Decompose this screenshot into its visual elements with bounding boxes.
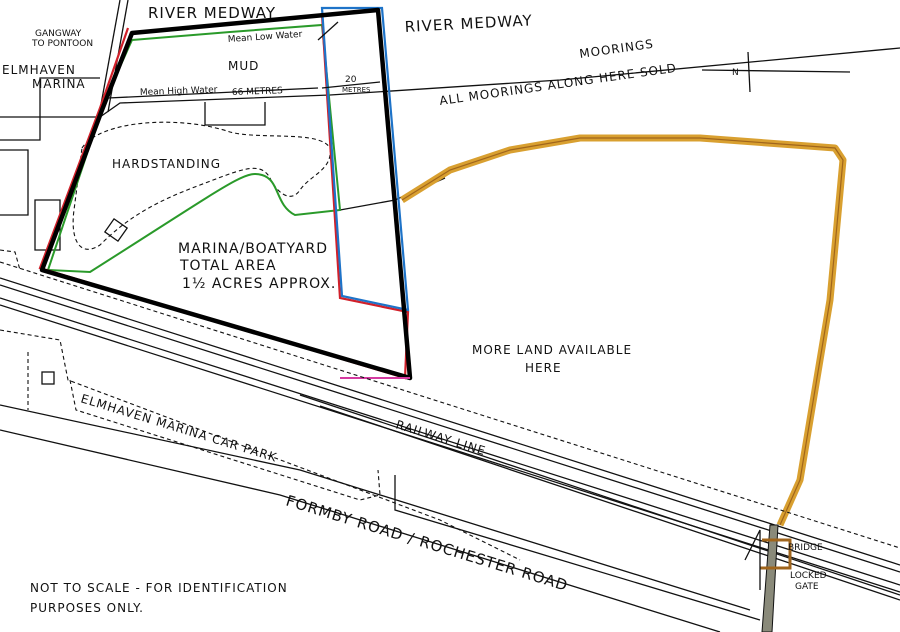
jetty-structure <box>204 102 266 126</box>
car-park-and-road <box>0 329 761 632</box>
label-gangway-1: GANGWAY <box>35 29 82 39</box>
label-river-medway-right: RIVER MEDWAY <box>404 11 533 36</box>
dim-20-line <box>321 81 381 89</box>
green-boundary <box>46 23 342 274</box>
label-elmhaven-1: ELMHAVEN <box>2 63 76 77</box>
dim-66-line <box>107 87 319 99</box>
low-water-leader <box>317 21 339 41</box>
building-left-2 <box>34 199 61 251</box>
rail-5 <box>299 394 900 596</box>
road-side-block <box>394 475 761 621</box>
railway <box>0 261 900 601</box>
label-dim-66: 66 METRES <box>232 86 284 98</box>
car-park-inner <box>69 379 381 501</box>
bridge-structure <box>761 524 779 632</box>
car-park-boundary-top <box>0 329 521 561</box>
rail-6 <box>319 405 900 601</box>
label-disclaimer-2: PURPOSES ONLY. <box>30 601 144 615</box>
site-boundary <box>39 7 413 381</box>
rail-1 <box>0 277 900 566</box>
north-tick <box>747 51 751 93</box>
label-mean-high-water: Mean High Water <box>140 85 218 98</box>
label-hardstanding: HARDSTANDING <box>112 157 221 171</box>
label-bridge: BRIDGE <box>788 543 823 553</box>
label-more-land-1: MORE LAND AVAILABLE <box>472 343 632 357</box>
small-building-carpark <box>41 371 55 385</box>
label-area-2: TOTAL AREA <box>179 258 277 274</box>
label-locked: LOCKED <box>790 571 827 581</box>
elmhaven-building-outline <box>0 77 100 141</box>
bridge-gate <box>744 524 792 632</box>
rail-dashed-edge <box>0 261 900 549</box>
blue-boundary <box>320 6 410 312</box>
label-dim-20-unit: METRES <box>342 86 371 94</box>
rail-3 <box>0 297 900 586</box>
locked-gate <box>760 538 792 570</box>
label-area-1: MARINA/BOATYARD <box>178 241 328 257</box>
label-mud: MUD <box>228 59 259 73</box>
rail-4 <box>0 304 900 593</box>
left-dashed-edge <box>0 249 21 271</box>
north-arrow-line <box>701 69 851 73</box>
label-river-medway-left: RIVER MEDWAY <box>148 4 276 22</box>
building-left-1 <box>0 149 29 216</box>
label-dim-20: 20 <box>345 75 357 85</box>
label-gate: GATE <box>795 582 819 592</box>
more-land-boundary-edge <box>401 137 844 526</box>
label-gangway-2: TO PONTOON <box>31 39 93 49</box>
label-railway-line: RAILWAY LINE <box>394 417 488 458</box>
rail-2 <box>0 284 900 573</box>
left-buildings <box>0 149 61 271</box>
bridge-outline <box>744 529 761 590</box>
label-north: N <box>732 68 739 78</box>
road-edge-upper <box>0 404 751 611</box>
more-land-boundary <box>400 134 847 527</box>
dimension-lines <box>107 21 381 99</box>
road-edge-lower <box>0 429 721 632</box>
label-road: FORMBY ROAD / ROCHESTER ROAD <box>284 492 571 595</box>
small-building-hardstanding <box>103 217 129 243</box>
gangway-line-1 <box>99 0 121 111</box>
label-moorings: MOORINGS <box>578 37 654 61</box>
hardstanding-boundary <box>72 121 331 250</box>
label-area-3: 1½ ACRES APPROX. <box>182 276 336 292</box>
label-more-land-2: HERE <box>525 361 562 375</box>
shore-line-upper <box>0 47 900 118</box>
label-disclaimer-1: NOT TO SCALE - FOR IDENTIFICATION <box>30 581 288 595</box>
label-elmhaven-2: MARINA <box>32 77 86 91</box>
label-moorings-sold: ALL MOORINGS ALONG HERE SOLD <box>438 61 677 108</box>
